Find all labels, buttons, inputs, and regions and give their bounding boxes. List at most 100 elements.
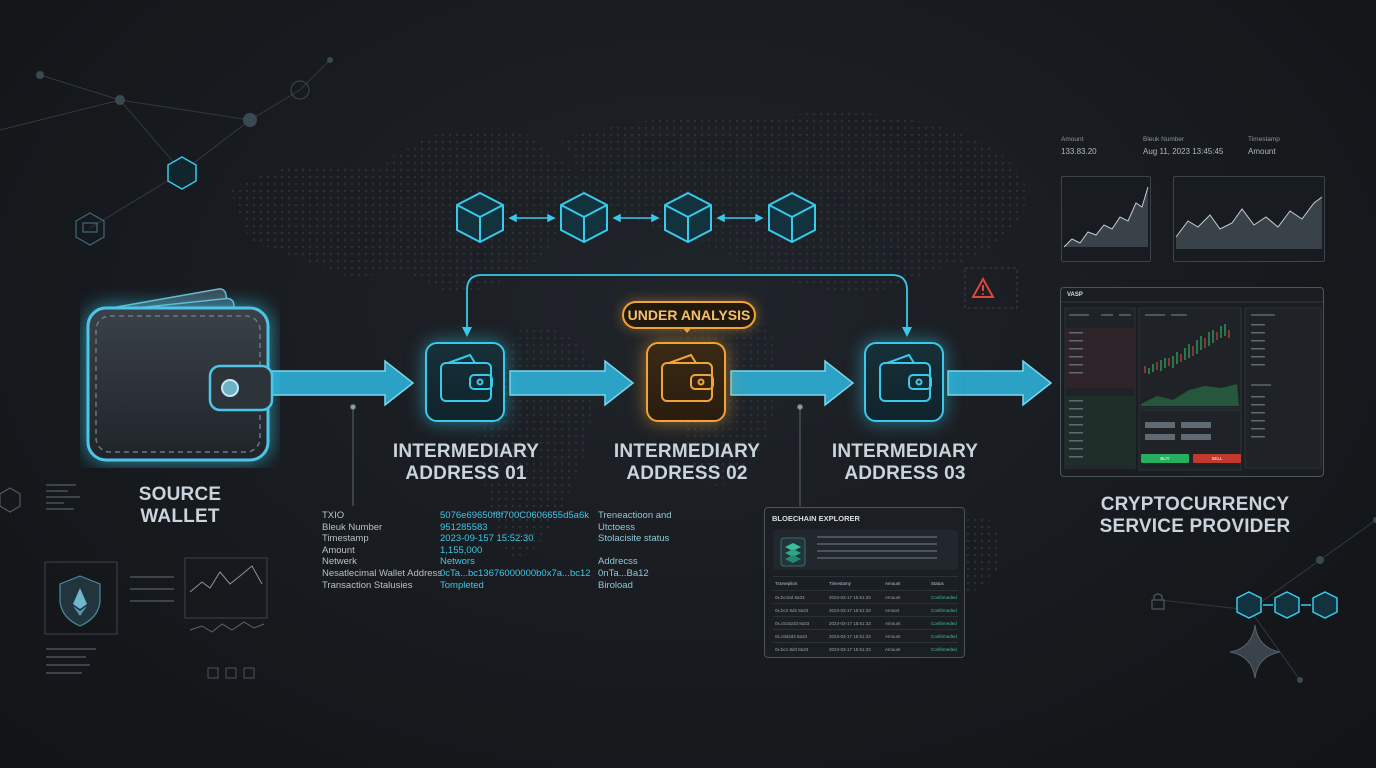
intermediary-01-line2: ADDRESS 01	[405, 463, 527, 484]
explorer-title: BLOECHAIN EXPLORER	[772, 514, 860, 523]
source-wallet-icon	[86, 288, 274, 462]
explorer-cell: Confirmeded	[931, 634, 957, 639]
flow-arrow	[509, 359, 635, 407]
network-nodes	[36, 57, 1376, 683]
tx-key: Timestamp	[322, 533, 369, 545]
intermediary-01-line1: INTERMEDIARY	[392, 441, 540, 462]
explorer-cell: Amount	[885, 647, 901, 652]
ethereum-icon	[73, 588, 87, 609]
intermediary-label-02: INTERMEDIARY ADDRESS 02	[607, 441, 767, 485]
flow-arrows	[271, 359, 1053, 407]
explorer-cell: Confirmeded	[931, 621, 957, 626]
sell-button[interactable]: SELL	[1193, 454, 1241, 463]
flow-arrow	[730, 359, 855, 407]
destination-label-line1: CRYPTOCURRENCY	[1100, 494, 1290, 515]
source-label-line2: WALLET	[140, 506, 220, 527]
explorer-cell: Amount	[885, 634, 901, 639]
explorer-cell: 2023-03-17 15:51:33	[829, 608, 871, 613]
stat-block: Bleuk Number Aug 11, 2023 13:45:45	[1143, 136, 1223, 156]
tx-key: TXIO	[322, 510, 345, 521]
intermediary-node-03[interactable]	[864, 342, 944, 422]
explorer-cell: Amount	[885, 595, 901, 600]
blockchain-explorer-panel: BLOECHAIN EXPLORER Trarseplion Timestamy…	[764, 507, 965, 658]
explorer-col-header: Status	[931, 581, 944, 586]
explorer-cell: Confirmeded	[931, 595, 957, 600]
flow-arrow	[271, 359, 415, 407]
tx-value: 0cTa...bc13676000000b0x7a...bc12	[440, 567, 591, 579]
small-cubes	[1236, 591, 1338, 619]
intermediary-label-03: INTERMEDIARY ADDRESS 03	[825, 441, 985, 485]
tx-note: 0nTa...Ba12	[598, 567, 649, 579]
explorer-cell: 2023-03-17 15:51:33	[829, 647, 871, 652]
intermediary-02-line1: INTERMEDIARY	[613, 441, 761, 462]
explorer-row[interactable]: 0x.c5c52d3 8a33 2023-03-17 15:51:33 Amou…	[773, 616, 958, 629]
explorer-info-box	[773, 530, 958, 570]
tx-key: Transaction Stalusies	[322, 579, 413, 591]
explorer-cell: 0x.bc2 8d2 8a33	[775, 608, 809, 613]
explorer-cell: 2023-03-17 15:51:33	[829, 595, 871, 600]
hexagon-icon	[167, 156, 197, 190]
tx-value: 951285583	[440, 521, 488, 533]
star-icon	[1229, 624, 1281, 679]
intermediary-label-01: INTERMEDIARY ADDRESS 01	[386, 441, 546, 485]
intermediary-node-02[interactable]	[646, 342, 726, 422]
tx-note: Treneactioon and	[598, 510, 672, 521]
mini-chart-right	[1173, 176, 1325, 262]
loop-arrow	[466, 274, 908, 335]
source-wallet-label: SOURCE WALLET	[120, 484, 240, 528]
transaction-notes: Treneactioon and Utctoess Stolacisite st…	[598, 510, 688, 591]
tx-key: Amount	[322, 544, 355, 556]
explorer-col-header: Trarseplion	[775, 581, 798, 586]
bottom-left-dashboard-decoration	[44, 484, 268, 679]
vasp-panels	[1061, 301, 1323, 471]
cube-icon	[768, 191, 816, 244]
stat-label: Bleuk Number	[1143, 136, 1185, 143]
intermediary-03-line2: ADDRESS 03	[844, 463, 966, 484]
transaction-values: 5076e69650f8f700C0606655d5a6k 951285583 …	[440, 510, 595, 591]
tx-value: 2023-09-157 15:52:30	[440, 533, 534, 545]
cube-icon	[560, 191, 608, 244]
explorer-cell: Amsort	[885, 608, 900, 613]
explorer-row[interactable]: 0x.bc2 8d2 8a33 2023-03-17 15:51:33 Amso…	[773, 603, 958, 616]
stat-label: Timestamp	[1248, 136, 1280, 143]
stat-value: Aug 11, 2023 13:45:45	[1143, 147, 1224, 156]
tx-note: Utctoess	[598, 521, 635, 533]
explorer-cell: 0x.bc15d 8a33	[775, 595, 805, 600]
lock-icon	[1151, 593, 1165, 610]
stat-value: Amount	[1248, 147, 1276, 156]
tx-note: Addrecss	[598, 556, 638, 568]
under-analysis-badge: UNDER ANALYSIS	[622, 301, 756, 329]
explorer-cell: Confirmeded	[931, 608, 957, 613]
explorer-cell: Amount	[885, 621, 901, 626]
world-map-dots	[230, 112, 1030, 593]
laptop-icon	[75, 212, 105, 246]
source-label-line1: SOURCE	[138, 484, 222, 505]
vasp-title: VASP	[1067, 292, 1083, 298]
cube-icon	[456, 191, 504, 244]
destination-label: CRYPTOCURRENCY SERVICE PROVIDER	[1085, 494, 1305, 538]
explorer-cell: 2023-03-17 15:51:33	[829, 621, 871, 626]
buy-button[interactable]: BUY	[1141, 454, 1189, 463]
tx-value: Tompleted	[440, 579, 484, 591]
mini-chart-left	[1061, 176, 1151, 262]
explorer-col-header: Amount	[885, 581, 901, 586]
vasp-dashboard: VASP	[1060, 287, 1324, 477]
flow-arrow	[947, 359, 1053, 407]
tx-note: Biroload	[598, 579, 633, 591]
explorer-row[interactable]: 0x.bc15d 8a33 2023-03-17 15:51:33 Amount…	[773, 590, 958, 603]
cube-icon	[664, 191, 712, 244]
intermediary-node-01[interactable]	[425, 342, 505, 422]
explorer-cell: Confirmeded	[931, 647, 957, 652]
explorer-row[interactable]: 0x.c8d2d3 8a33 2023-03-17 15:51:33 Amoun…	[773, 629, 958, 642]
tx-note: Stolacisite status	[598, 533, 670, 545]
tx-key: Netwerk	[322, 556, 357, 568]
stat-timestamp: Timestamp Amount	[1248, 136, 1280, 156]
explorer-row[interactable]: 0x.bc1 8d3 8a33 2023-03-17 15:51:33 Amou…	[773, 642, 958, 655]
cube-connectors	[508, 213, 764, 223]
explorer-cell: 0x.c8d2d3 8a33	[775, 634, 808, 639]
tx-value: 5076e69650f8f700C0606655d5a6k	[440, 510, 589, 521]
transaction-keys: TXIO Bleuk Number Timestamp Amount Netwe…	[322, 510, 452, 591]
stat-value: 133.83.20	[1061, 147, 1097, 156]
tx-key: Bleuk Number	[322, 521, 383, 533]
